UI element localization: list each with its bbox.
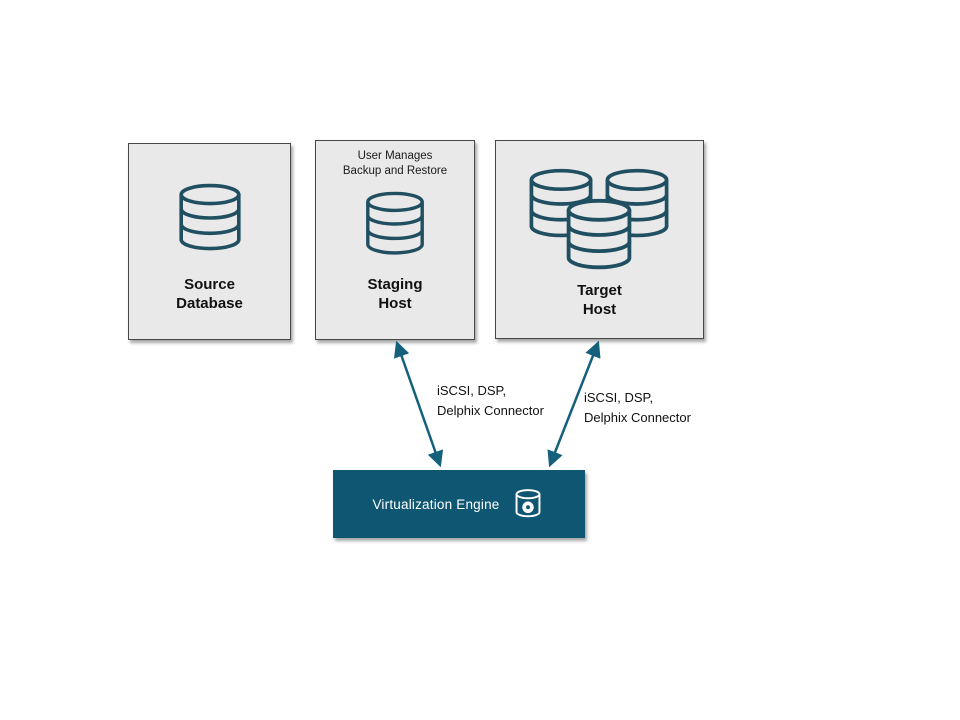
conn1-line2: Delphix Connector <box>437 403 544 418</box>
target-host-node: Target Host <box>495 140 704 339</box>
target-label-line2: Host <box>582 301 617 318</box>
staging-label-line2: Host <box>378 295 412 312</box>
target-connection-label: iSCSI, DSP, Delphix Connector <box>584 388 691 428</box>
staging-connection-label: iSCSI, DSP, Delphix Connector <box>437 381 544 421</box>
database-icon <box>558 197 640 273</box>
staging-to-engine-arrow <box>393 340 444 468</box>
conn2-line1: iSCSI, DSP, <box>584 390 654 405</box>
engine-database-icon <box>515 489 540 518</box>
target-host-label: Target Host <box>496 281 703 319</box>
conn2-line2: Delphix Connector <box>584 410 691 425</box>
staging-host-label: Staging Host <box>316 275 474 313</box>
source-label-line2: Database <box>176 295 243 312</box>
staging-note-line2: Backup and Restore <box>342 165 448 177</box>
source-database-node: Source Database <box>128 143 291 340</box>
virtualization-engine-node: Virtualization Engine <box>333 470 585 538</box>
database-icon <box>360 190 430 258</box>
staging-host-node: User Manages Backup and Restore Staging … <box>315 140 475 340</box>
target-label-line1: Target <box>577 282 622 299</box>
staging-note-line1: User Manages <box>357 150 433 162</box>
staging-label-line1: Staging <box>367 276 423 293</box>
conn1-line1: iSCSI, DSP, <box>437 383 507 398</box>
source-database-label: Source Database <box>129 275 290 313</box>
database-icon <box>174 182 246 254</box>
source-label-line1: Source <box>184 276 235 293</box>
staging-note: User Manages Backup and Restore <box>316 149 474 179</box>
virtualization-engine-label: Virtualization Engine <box>372 496 500 512</box>
